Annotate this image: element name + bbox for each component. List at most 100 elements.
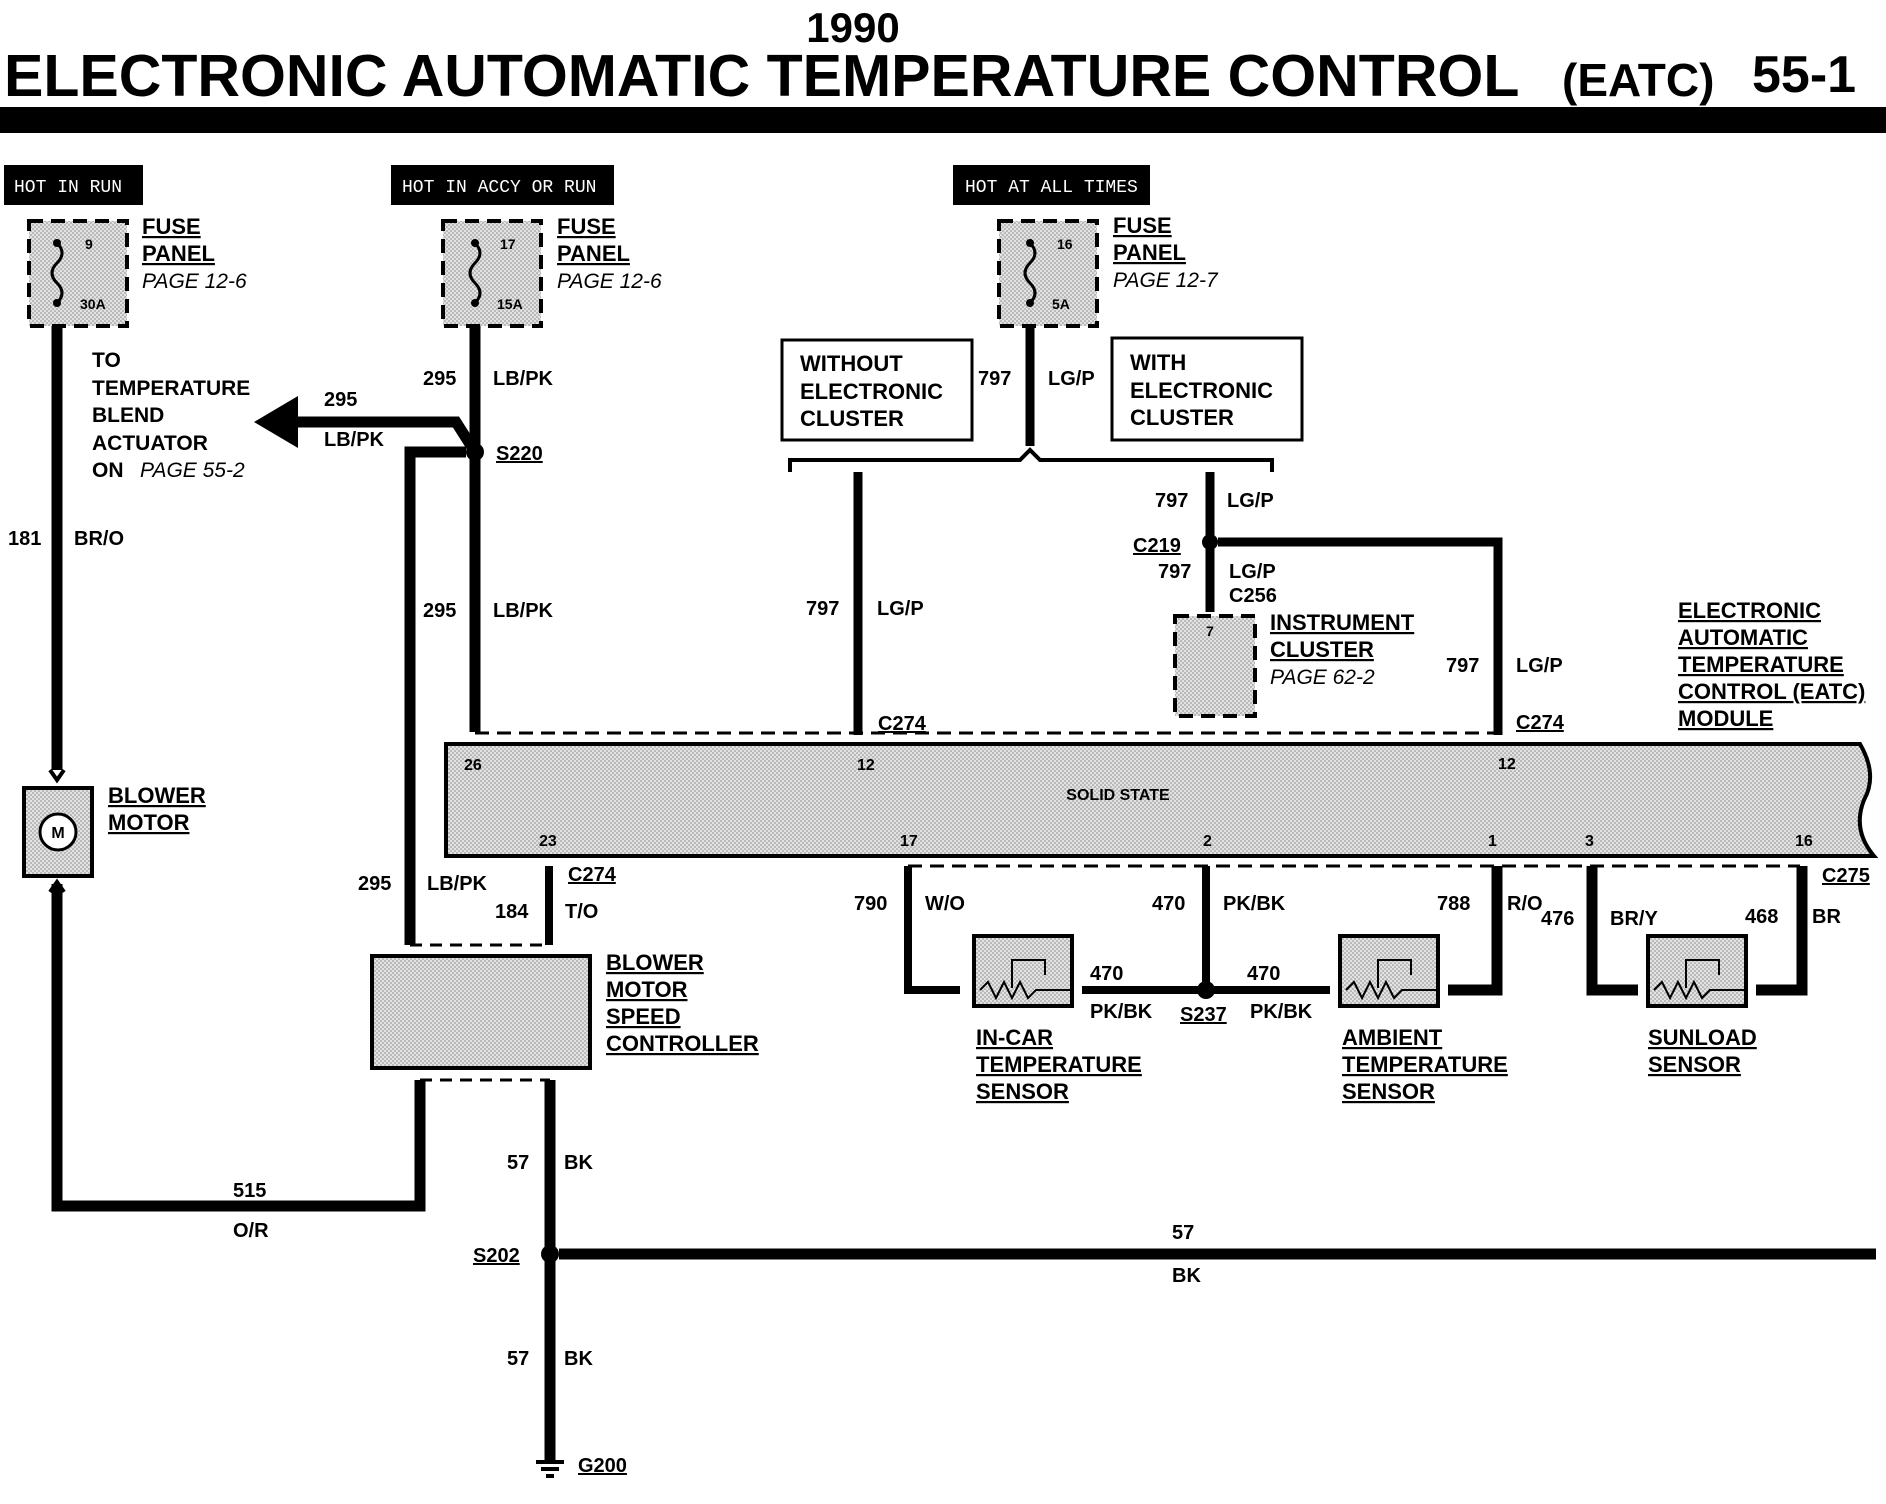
blower-speed-controller (370, 954, 592, 1070)
c274-bottom-label: C274 (568, 864, 617, 886)
fuse-3-label-2: PANEL (1113, 240, 1186, 265)
wire-797-right-color: LG/P (1516, 655, 1563, 677)
wire-57-bottom-color: BK (564, 1348, 593, 1370)
instrument-cluster-box (1173, 614, 1257, 718)
wire-295-mid-color: LB/PK (493, 600, 554, 622)
module-pin-16: 16 (1795, 833, 1813, 850)
blower-motor-symbol: M (51, 825, 64, 842)
wire-797-right-num: 797 (1446, 655, 1479, 677)
wire-788-color: R/O (1507, 893, 1543, 915)
connector-c256-label: C256 (1229, 585, 1277, 607)
wire-470-left-color: PK/BK (1090, 1001, 1153, 1023)
fuse-2-page: PAGE 12-6 (557, 270, 662, 293)
eatc-module (444, 742, 1879, 858)
instrument-cluster-line2: CLUSTER (1270, 637, 1374, 662)
c274-top-label-right: C274 (1516, 712, 1565, 734)
sunload-sensor-line1: SUNLOAD (1648, 1025, 1757, 1050)
wire-470-left-num: 470 (1090, 963, 1123, 985)
wire-797-without-color: LG/P (877, 598, 924, 620)
svg-text:17: 17 (500, 236, 516, 252)
wire-181-num: 181 (8, 528, 41, 550)
wire-184-num: 184 (495, 901, 529, 923)
without-cluster-line1: WITHOUT (800, 351, 903, 376)
splice-s237-label: S237 (1180, 1004, 1227, 1026)
splice-s202-label: S202 (473, 1245, 520, 1267)
with-cluster-line1: WITH (1130, 350, 1186, 375)
wire-295-actuator-num: 295 (324, 389, 357, 411)
wire-476-color: BR/Y (1610, 908, 1658, 930)
wire-797-without-num: 797 (806, 598, 839, 620)
module-body-label: SOLID STATE (1066, 787, 1170, 804)
splice-c219-label: C219 (1133, 535, 1181, 557)
fuse-1-page: PAGE 12-6 (142, 270, 247, 293)
module-label-3: TEMPERATURE (1678, 652, 1844, 677)
hot-in-accy-box (391, 165, 614, 205)
wire-295-top-color: LB/PK (493, 368, 554, 390)
controller-line2: MOTOR (606, 977, 688, 1002)
module-pin-12a: 12 (857, 757, 875, 774)
svg-text:30A: 30A (80, 296, 106, 312)
module-pin-26: 26 (464, 757, 482, 774)
actuator-note-1: TO (92, 349, 121, 372)
diagram-year: 1990 (806, 4, 899, 51)
blower-motor-line2: MOTOR (108, 810, 190, 835)
module-label-5: MODULE (1678, 706, 1773, 731)
actuator-note-3: BLEND (92, 404, 164, 427)
instrument-cluster-line1: INSTRUMENT (1270, 610, 1415, 635)
fuse-3-label-1: FUSE (1113, 213, 1172, 238)
diagram-title: ELECTRONIC AUTOMATIC TEMPERATURE CONTROL (4, 43, 1519, 109)
hot-in-accy-label: HOT IN ACCY OR RUN (402, 178, 596, 198)
actuator-note-5b: PAGE 55-2 (140, 459, 245, 482)
wire-295-actuator-color: LB/PK (324, 429, 385, 451)
fuse-2-label-2: PANEL (557, 241, 630, 266)
wire-470-down-color: PK/BK (1223, 893, 1286, 915)
c274-top-label-left: C274 (878, 713, 927, 735)
module-pin-3: 3 (1585, 833, 1594, 850)
wire-470-down-num: 470 (1152, 893, 1185, 915)
without-cluster-line3: CLUSTER (800, 406, 904, 431)
controller-line3: SPEED (606, 1004, 681, 1029)
wire-57-bottom-num: 57 (507, 1348, 529, 1370)
wire-184-color: T/O (565, 901, 598, 923)
module-label-2: AUTOMATIC (1678, 625, 1808, 650)
fuse-3: 16 5A (997, 219, 1099, 328)
fuse-3-page: PAGE 12-7 (1113, 269, 1219, 292)
fuse-1-label-2: PANEL (142, 241, 215, 266)
c275-label: C275 (1822, 865, 1870, 887)
ground-g200-label: G200 (578, 1455, 627, 1477)
wire-515 (51, 884, 426, 1212)
svg-text:5A: 5A (1052, 296, 1070, 312)
splice-c219 (1202, 534, 1218, 550)
splice-s202 (541, 1245, 559, 1263)
wire-476-num: 476 (1541, 908, 1574, 930)
actuator-note-5a: ON (92, 459, 124, 482)
incar-sensor (972, 934, 1074, 1008)
wire-295-actuator (292, 416, 480, 455)
header-rule (0, 107, 1886, 133)
module-pin-2: 2 (1203, 833, 1212, 850)
wire-797-feed-color: LG/P (1048, 368, 1095, 390)
wire-790 (904, 866, 960, 994)
svg-text:16: 16 (1057, 236, 1073, 252)
wire-790-color: W/O (925, 893, 965, 915)
wire-468-color: BR (1812, 906, 1841, 928)
wire-797-c256-color: LG/P (1229, 561, 1276, 583)
blower-motor-line1: BLOWER (108, 783, 206, 808)
hot-in-run-label: HOT IN RUN (14, 178, 122, 198)
without-cluster-line2: ELECTRONIC (800, 379, 943, 404)
ambient-sensor-line3: SENSOR (1342, 1079, 1435, 1104)
diagram-title-suffix: (EATC) (1562, 54, 1714, 106)
page-number: 55-1 (1752, 46, 1856, 104)
wire-797-c256-num: 797 (1158, 561, 1191, 583)
sunload-sensor (1646, 934, 1748, 1008)
wire-788 (1448, 866, 1503, 996)
with-cluster-box (1110, 336, 1304, 442)
wire-295-mid-num: 295 (423, 600, 456, 622)
fuse-1-label-1: FUSE (142, 214, 201, 239)
wire-468-num: 468 (1745, 906, 1778, 928)
wire-470-right-color: PK/BK (1250, 1001, 1313, 1023)
wire-57-top-color: BK (564, 1152, 593, 1174)
ambient-sensor (1338, 934, 1440, 1008)
module-pin-1: 1 (1488, 833, 1497, 850)
with-cluster-line2: ELECTRONIC (1130, 378, 1273, 403)
